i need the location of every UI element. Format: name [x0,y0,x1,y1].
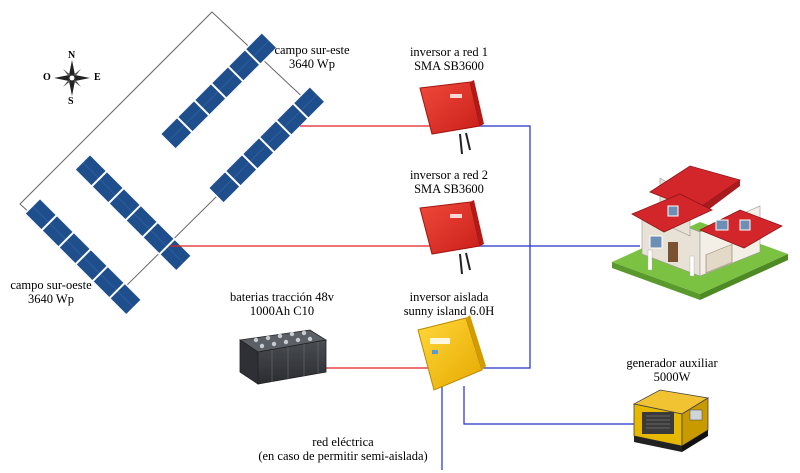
inverter-island-label: inversor aislada sunny island 6.0H [384,290,514,318]
panel-row-sw-1 [73,153,193,273]
field-south-west-name: campo sur-oeste [10,278,92,292]
ac-line-to-generator [463,386,640,425]
ac-wiring [441,125,640,470]
field-south-west-power: 3640 Wp [28,292,74,306]
panel-row-sw-2 [23,197,143,317]
inverter-grid-2-model: SMA SB3600 [414,182,484,196]
field-south-east-label: campo sur-este 3640 Wp [262,43,362,71]
inverter-grid-2-name: inversor a red 2 [409,168,489,182]
generator-icon [632,389,710,452]
inverter-island-icon [417,315,486,391]
inverter-grid-1-model: SMA SB3600 [414,59,484,73]
compass-west-label: O [43,72,51,83]
ac-bus-line [476,125,531,369]
grid-note: (en caso de permitir semi-aislada) [258,449,428,463]
generator-name: generador auxiliar [626,356,718,370]
battery-capacity: 1000Ah C10 [249,304,315,318]
solar-field-south-west [23,153,193,317]
compass-east-label: E [94,72,101,83]
field-south-east-power: 3640 Wp [289,57,335,71]
dc-wiring [170,125,430,369]
inverter-grid-1-icon [419,80,484,155]
inverter-grid-2-label: inversor a red 2 SMA SB3600 [394,168,504,196]
house-icon [612,165,788,300]
battery-name: baterias tracción 48v [229,290,335,304]
battery-label: baterias tracción 48v 1000Ah C10 [214,290,350,318]
solar-field-south-east [159,31,327,205]
panel-row-se-1 [159,31,279,151]
compass-rose-icon [54,60,90,96]
field-south-east-name: campo sur-este [274,43,350,57]
inverter-grid-1-label: inversor a red 1 SMA SB3600 [394,45,504,73]
inverter-grid-1-name: inversor a red 1 [409,45,489,59]
generator-power: 5000W [653,370,691,384]
inverter-grid-2-icon [419,200,484,275]
panel-row-se-2 [207,85,327,205]
battery-bank-icon [238,329,328,385]
grid-name: red eléctrica [312,435,374,449]
compass-north-label: N [68,50,76,61]
inverter-island-model: sunny island 6.0H [403,304,495,318]
field-south-west-label: campo sur-oeste 3640 Wp [0,278,102,306]
generator-label: generador auxiliar 5000W [612,356,732,384]
grid-label: red eléctrica (en caso de permitir semi-… [250,435,436,463]
compass-south-label: S [68,96,74,107]
inverter-island-name: inversor aislada [409,290,489,304]
